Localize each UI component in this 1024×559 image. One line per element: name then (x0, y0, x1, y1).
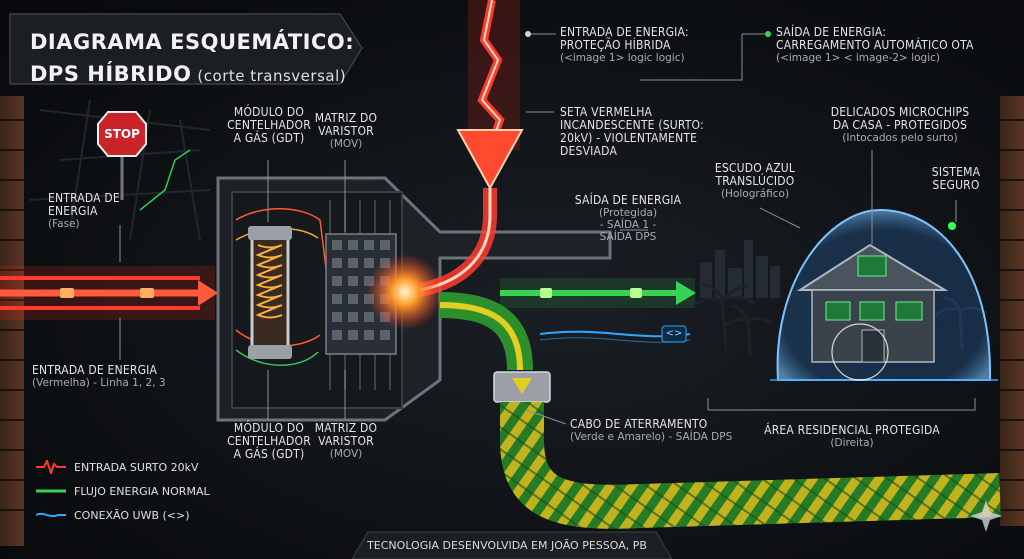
legend-label: FLUJO ENERGIA NORMAL (74, 485, 210, 498)
label-gdt-top: MÓDULO DO CENTELHADOR A GÁS (GDT) (214, 106, 324, 145)
green-line-icon (36, 484, 66, 498)
safe-indicator (948, 222, 956, 230)
gdt-module (248, 226, 292, 359)
brick-wall-left (0, 96, 24, 546)
label-output-protected: SAÍDA DE ENERGIA (Protegida) - SAÍDA 1 -… (566, 194, 690, 243)
label-output-top: SAÍDA DE ENERGIA: CARREGAMENTO AUTOMÁTIC… (776, 26, 996, 64)
legend-item-normal: FLUJO ENERGIA NORMAL (36, 479, 210, 503)
label-mov-top: MATRIZ DO VARISTOR (MOV) (312, 112, 380, 150)
label-input-lines: ENTRADA DE ENERGIA (Vermelha) - Linha 1,… (32, 364, 222, 389)
footer-caption: TECNOLOGIA DESENVOLVIDA EM JOÃO PESSOA, … (352, 533, 662, 559)
brick-wall-right (1000, 96, 1024, 526)
label-input-top: ENTRADA DE ENERGIA: PROTEÇÃO HÍBRIDA (<i… (560, 26, 740, 64)
label-surge-arrow: SETA VERMELHA INCANDESCENTE (SURTO: 20kV… (560, 106, 730, 158)
stop-sign-text: STOP (98, 128, 146, 141)
ground-elbow (440, 305, 550, 402)
title-block: DIAGRAMA ESQUEMÁTICO: DPS HÍBRIDO (corte … (0, 10, 362, 88)
label-ground-cable: CABO DE ATERRAMENTO (Verde e Amarelo) - … (570, 418, 750, 443)
legend-label: CONEXÃO UWB (<>) (74, 509, 190, 522)
surge-wave-icon (36, 460, 66, 474)
label-residential: ÁREA RESIDENCIAL PROTEGIDA (Direita) (752, 424, 952, 449)
label-gdt-bottom: MÓDULO DO CENTELHADOR A GÁS (GDT) (214, 422, 324, 461)
title-main: DPS HÍBRIDO (30, 62, 191, 86)
surge-input-flow (0, 266, 218, 320)
blue-line-icon (36, 508, 66, 522)
legend-item-uwb: CONEXÃO UWB (<>) (36, 503, 210, 527)
legend-item-surge: ENTRADA SURTO 20kV (36, 455, 210, 479)
label-microchips: DELICADOS MICROCHIPS DA CASA - PROTEGIDO… (820, 106, 980, 144)
label-mov-bottom: MATRIZ DO VARISTOR (MOV) (312, 422, 380, 460)
title-subtitle: (corte transversal) (197, 67, 346, 85)
title-line-1: DIAGRAMA ESQUEMÁTICO: (30, 30, 354, 54)
label-shield: ESCUDO AZUL TRANSLÚCIDO (Holográfico) (700, 162, 810, 200)
label-safe-system: SISTEMA SEGURO (920, 166, 992, 192)
uwb-badge-text: <> (662, 327, 686, 340)
surge-blast (367, 254, 443, 330)
normal-output-flow (500, 278, 696, 308)
legend-label: ENTRADA SURTO 20kV (74, 461, 199, 474)
title-line-2: DPS HÍBRIDO (corte transversal) (30, 62, 346, 86)
legend: ENTRADA SURTO 20kV FLUJO ENERGIA NORMAL … (36, 455, 210, 527)
label-input-phase: ENTRADA DE ENERGIA (Fase) (48, 192, 158, 230)
